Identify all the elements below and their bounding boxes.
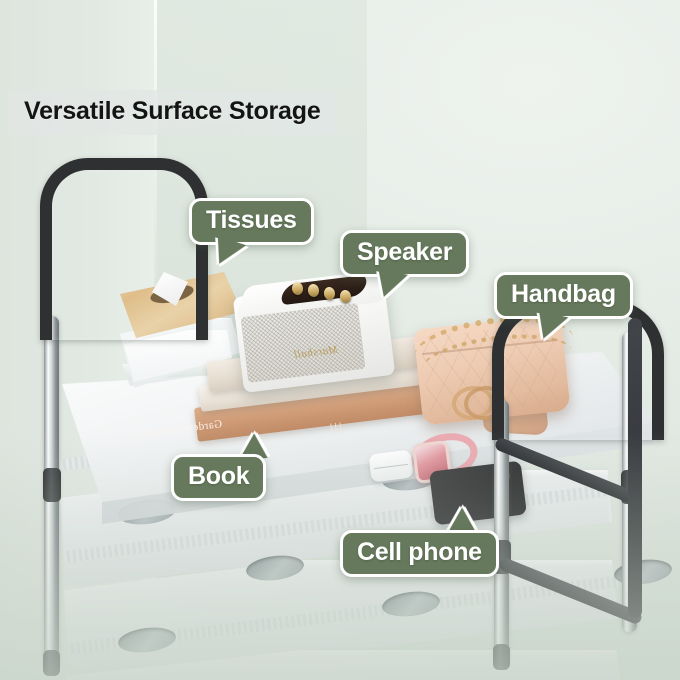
callout-book-label: Book bbox=[188, 462, 250, 490]
callout-tissues-label: Tissues bbox=[206, 206, 297, 234]
callout-speaker-label: Speaker bbox=[357, 238, 453, 266]
callout-cell-phone-label: Cell phone bbox=[357, 538, 482, 566]
cart-handle-left[interactable] bbox=[40, 158, 208, 340]
wall-corner-line bbox=[154, 0, 157, 420]
callout-tissues-bubble[interactable]: Tissues bbox=[189, 198, 314, 245]
callout-handbag-bubble[interactable]: Handbag bbox=[494, 272, 633, 319]
page-title: Versatile Surface Storage bbox=[24, 97, 321, 125]
callout-speaker-tail bbox=[373, 269, 409, 301]
callout-speaker-bubble[interactable]: Speaker bbox=[340, 230, 470, 277]
title-banner: Versatile Surface Storage bbox=[8, 90, 337, 135]
callout-book-bubble[interactable]: Book bbox=[171, 454, 267, 501]
callout-cell-phone-bubble[interactable]: Cell phone bbox=[340, 530, 499, 577]
callout-handbag-label: Handbag bbox=[511, 280, 616, 308]
